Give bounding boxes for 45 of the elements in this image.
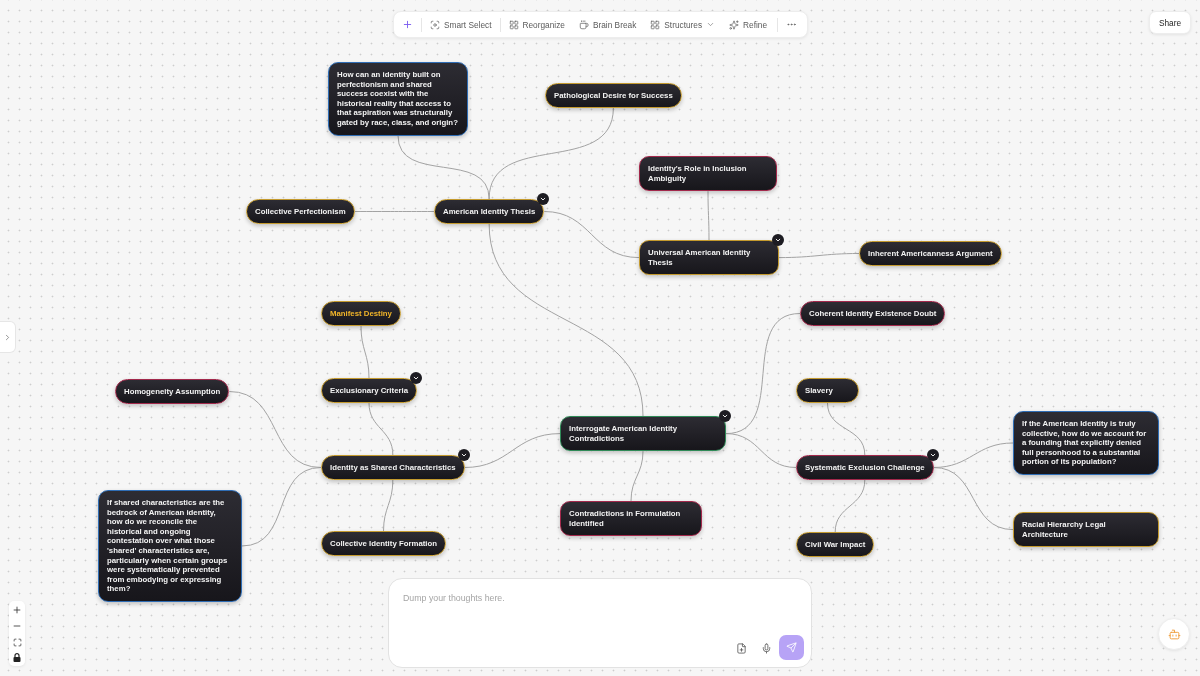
topic-node	[639, 240, 779, 276]
topic-node	[321, 301, 401, 326]
share-button: Share	[1149, 11, 1191, 34]
connector-line	[368, 402, 394, 456]
toolbar-button: Refine	[729, 19, 768, 30]
connector-line	[241, 467, 322, 547]
connector-line	[834, 479, 866, 533]
topic-node	[796, 455, 934, 480]
connector-line	[725, 433, 797, 468]
topic-node	[434, 199, 545, 224]
connector-line	[707, 190, 710, 241]
connector-line	[543, 211, 640, 259]
topic-node	[639, 156, 777, 192]
topic-node	[796, 378, 859, 403]
topic-node	[545, 83, 682, 108]
connector-line	[354, 211, 435, 212]
topic-node	[328, 62, 468, 136]
topic-node	[321, 378, 417, 403]
topic-node	[560, 416, 726, 452]
connector-line	[778, 253, 860, 259]
topic-node	[321, 531, 446, 556]
topic-node	[98, 490, 242, 602]
connector-line	[383, 479, 394, 532]
topic-node	[800, 301, 946, 326]
connector-line	[488, 223, 644, 417]
topic-node	[560, 501, 702, 537]
connector-line	[397, 135, 490, 200]
connector-line	[630, 450, 644, 502]
topic-node	[321, 455, 465, 480]
topic-node	[246, 199, 355, 224]
connector-line	[360, 325, 370, 379]
toolbar-button: Smart Select	[430, 19, 492, 30]
toolbar-button: Reorganize	[508, 19, 565, 30]
connector-line	[488, 107, 614, 200]
toolbar-button: Brain Break	[578, 19, 637, 30]
topic-node	[1013, 512, 1159, 548]
connector-line	[827, 402, 866, 456]
placeholder-text: Dump your thoughts here.	[403, 592, 505, 604]
connector-line	[464, 433, 561, 468]
topic-node	[796, 532, 875, 557]
topic-node	[1013, 411, 1159, 475]
topic-node	[859, 241, 1002, 266]
topic-node	[115, 379, 230, 404]
connector-line	[933, 467, 1014, 531]
toolbar-button: Structures	[650, 19, 716, 30]
